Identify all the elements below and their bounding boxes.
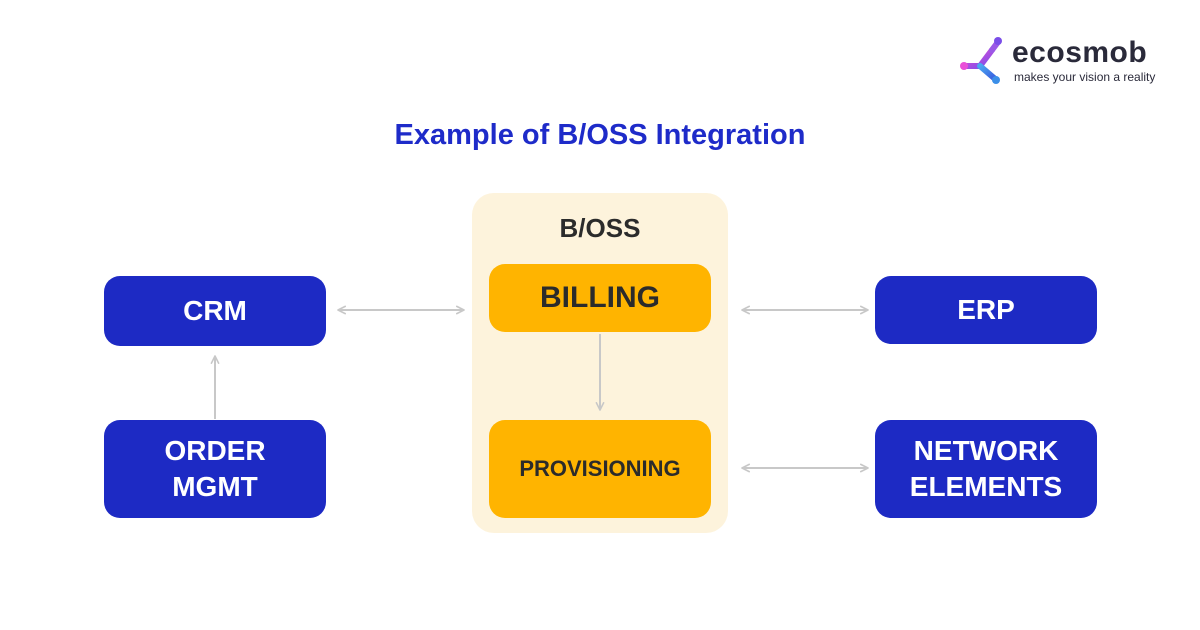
- node-erp-label: ERP: [957, 294, 1015, 325]
- node-crm-label: CRM: [183, 295, 247, 326]
- node-provisioning-label: PROVISIONING: [519, 456, 681, 481]
- boss-group-label: B/OSS: [559, 213, 641, 243]
- ecosmob-logo-icon: [960, 37, 1002, 84]
- node-billing: BILLING: [489, 264, 711, 332]
- ecosmob-logo: ecosmob makes your vision a reality: [958, 32, 1168, 90]
- brand-tagline: makes your vision a reality: [1014, 70, 1156, 84]
- diagram-title: Example of B/OSS Integration: [394, 119, 806, 151]
- node-order-mgmt-label-line2: MGMT: [172, 471, 258, 502]
- node-network-elements-label-line1: NETWORK: [913, 435, 1059, 466]
- node-order-mgmt-label-line1: ORDER: [164, 435, 266, 466]
- node-crm: CRM: [104, 276, 326, 346]
- node-network-elements: NETWORK ELEMENTS: [875, 420, 1097, 518]
- node-provisioning: PROVISIONING: [489, 420, 711, 518]
- node-billing-label: BILLING: [540, 281, 660, 314]
- node-network-elements-label-line2: ELEMENTS: [909, 471, 1063, 502]
- node-order-mgmt: ORDER MGMT: [104, 420, 326, 518]
- brand-name: ecosmob: [1012, 36, 1148, 69]
- node-erp: ERP: [875, 276, 1097, 344]
